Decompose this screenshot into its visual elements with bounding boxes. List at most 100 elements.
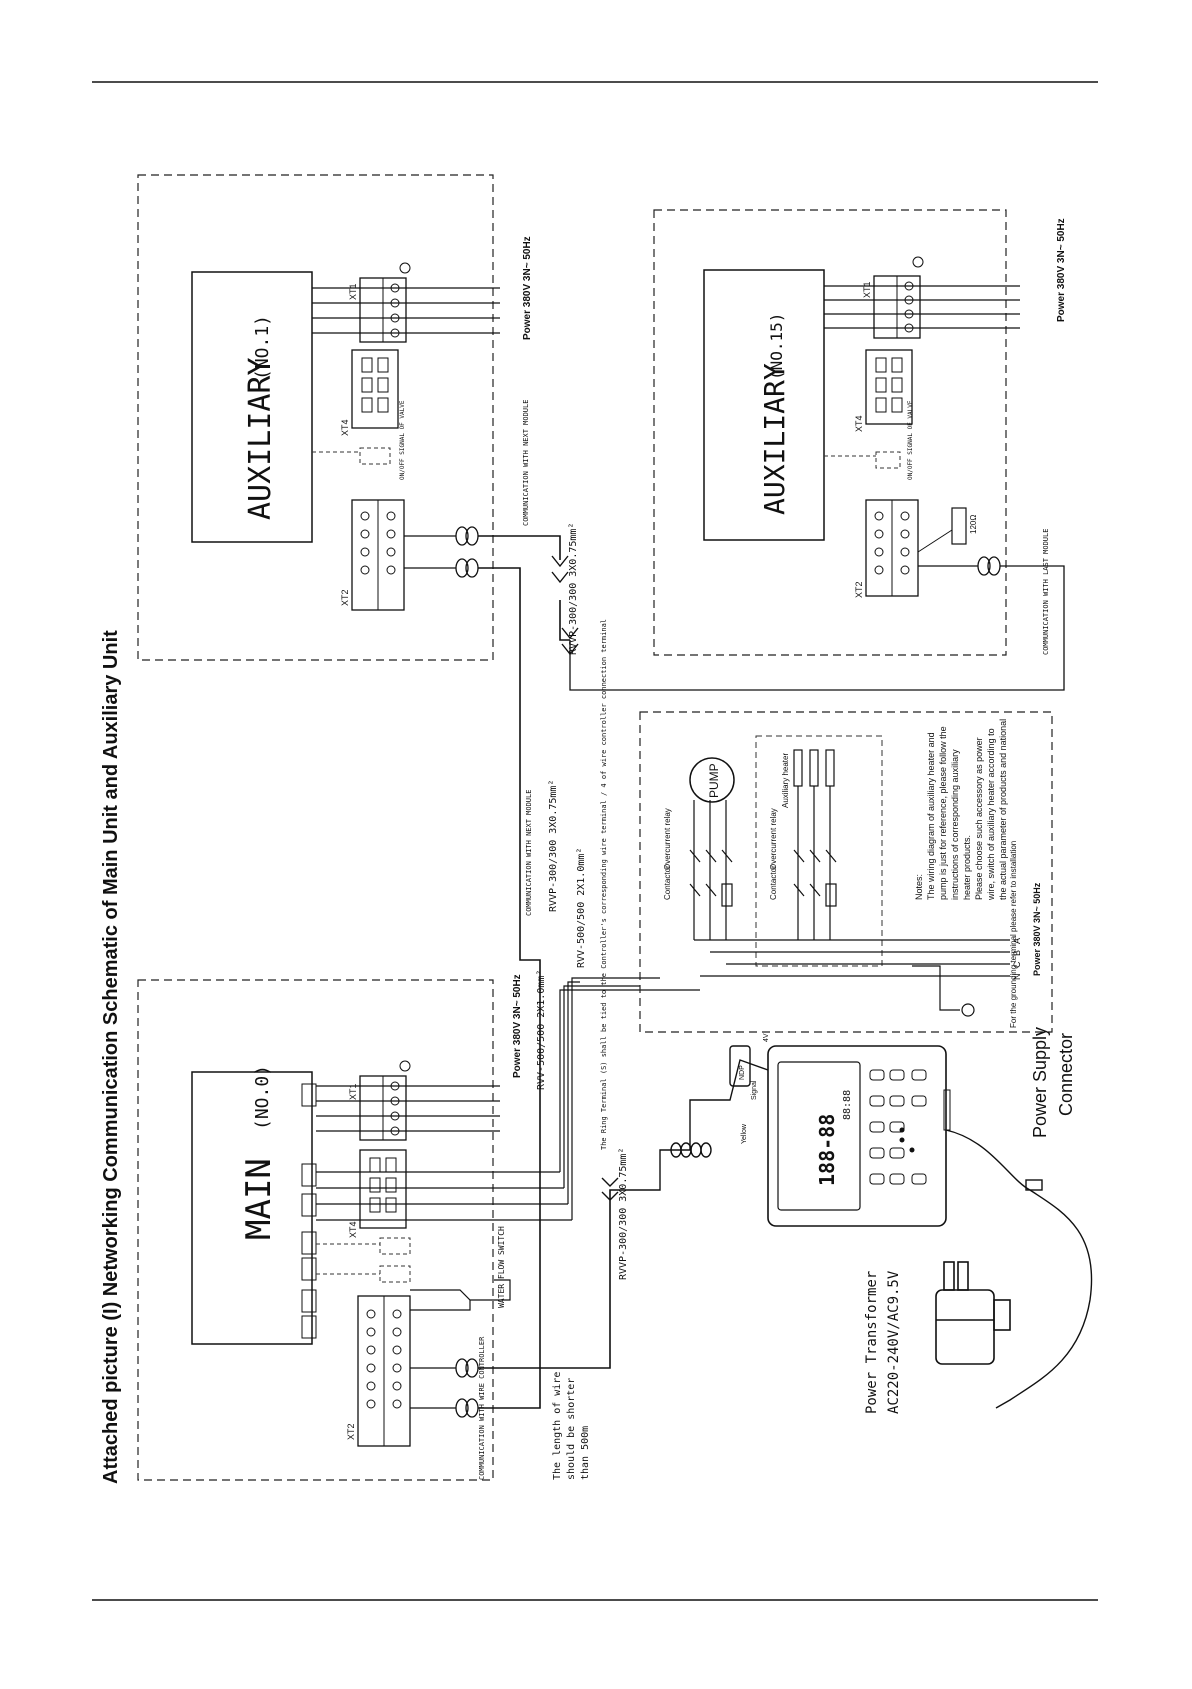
water-flow-switch-label: WATER FLOW SWITCH (497, 1226, 506, 1308)
aux15-ground-icon (912, 256, 924, 268)
phase-c: C (1012, 961, 1022, 968)
controller-button[interactable] (869, 1173, 885, 1185)
aux1-comm-coils (404, 526, 479, 578)
aux15-xt4-label: XT4 (854, 415, 864, 432)
aux1-power-label: Power 380V 3N~ 50Hz (522, 236, 533, 340)
controller-button[interactable] (889, 1069, 905, 1081)
cable-rvv-2-label: RVV-500/500 2X1.0mm² (536, 970, 547, 1090)
power-cable (945, 1129, 1093, 1409)
aux1-xt2-block: XT2 (340, 499, 405, 611)
cable-main-aux-label: RVVP-300/300 3X0.75mm² (548, 780, 559, 912)
controller-display-small: 88:88 (842, 1090, 853, 1120)
heater-subbox (755, 735, 883, 967)
controller-led-icon (899, 1127, 905, 1133)
controller-button[interactable] (869, 1121, 885, 1133)
aux15-resistor-label: 120Ω (969, 515, 978, 534)
wire-length-note-3: than 500m (580, 1426, 591, 1480)
aux15-xt2-label: XT2 (854, 581, 864, 598)
controller-button[interactable] (889, 1173, 905, 1185)
aux15-xt4-block: XT4 (854, 349, 913, 432)
ground-note: For the grounding terminal please refer … (1009, 841, 1018, 1028)
controller-display-digits: 188-88 (815, 1114, 839, 1186)
controller-button[interactable] (911, 1069, 927, 1081)
aux15-xt1-block: XT1 (862, 275, 921, 339)
aux15-comm-coils (569, 556, 1065, 691)
heater-pump-box (639, 711, 1053, 1033)
aux15-comm-last-label: COMMUNICATION WITH LAST MODULE (1042, 529, 1050, 655)
main-comm-coils (410, 1358, 479, 1418)
overcurrent-1-label: Overcurrent relay (663, 808, 672, 870)
pump-contactor-group (689, 800, 733, 940)
note-line: instructions of corresponding auxiliary (950, 749, 960, 900)
main-xt2-block: XT2 (346, 1295, 411, 1447)
controller-side-tab (943, 1089, 951, 1131)
controller-buttons (869, 1069, 927, 1185)
main-board (191, 1071, 313, 1345)
contactor-1-label: Contactor (663, 865, 672, 900)
aux15-power-wires (824, 285, 1020, 329)
power-transformer-label: Power Transformer (864, 1271, 880, 1414)
main-xt4-block: XT4 (348, 1149, 407, 1238)
aux1-valve-label: ON/OFF SIGNAL OF VALVE (399, 400, 406, 480)
controller-lcd (777, 1061, 861, 1211)
power-supply-connector-icon (1025, 1179, 1043, 1191)
pump-label: PUMP (707, 763, 721, 798)
controller-button[interactable] (889, 1147, 905, 1159)
aux1-board (191, 271, 313, 543)
main-xt4-label: XT4 (348, 1221, 358, 1238)
aux1-power-wires (312, 287, 500, 334)
water-flow-switch: WATER FLOW SWITCH (410, 1226, 511, 1311)
controller-button[interactable] (911, 1173, 927, 1185)
main-unit-label: MAIN (239, 1158, 279, 1240)
note-line: Please choose such accessory as power (974, 737, 984, 900)
note-line: the actual parameter of products and nat… (998, 719, 1008, 900)
network-bus (478, 535, 640, 1409)
main-comm-next-label: COMMUNICATION WITH NEXT MODULE (525, 790, 533, 916)
power-transformer-rating: AC220-240V/AC9.5V (886, 1270, 902, 1414)
note-line: pump is just for reference, please follo… (938, 726, 948, 900)
port-label-ndp: NDP (739, 1065, 746, 1080)
controller-button[interactable] (869, 1069, 885, 1081)
notes-block: The wiring diagram of auxiliary heater a… (926, 719, 1008, 901)
cable-aux-chain-label: RVVP-300/300 3X0.75mm² (568, 523, 579, 655)
power-supply-connector-line1: Power Supply (1030, 1027, 1050, 1138)
phase-a: A (1012, 938, 1022, 944)
controller-button[interactable] (889, 1121, 905, 1133)
aux15-valve-label: ON/OFF SIGNAL OF VALVE (907, 400, 914, 480)
main-xt1-label: XT1 (348, 1083, 358, 1100)
power-supply-connector-line2: Connector (1056, 1033, 1076, 1116)
port-label-4v: 4V (763, 1033, 770, 1042)
cable-rvv-1-label: RVV-500/500 2X1.0mm² (576, 848, 587, 968)
port-label-signal: Signal (751, 1080, 758, 1100)
controller-button[interactable] (911, 1095, 927, 1107)
aux15-unit-number: (NO.15) (767, 313, 786, 380)
controller-led-icon (899, 1137, 905, 1143)
aux1-ground-icon (399, 262, 411, 274)
contactor-2-label: Contactor (769, 865, 778, 900)
controller-button[interactable] (889, 1095, 905, 1107)
aux15-board (703, 269, 825, 541)
page-title: Attached picture (I) Networking Communic… (100, 630, 122, 1484)
ring-terminal-note: The Ring Terminal (S) shall be tied to t… (600, 619, 608, 1150)
phase-b: B (1012, 950, 1022, 956)
main-signal-wires (316, 1171, 572, 1221)
wire-length-note-2: should be shorter (566, 1378, 577, 1480)
controller-button[interactable] (869, 1147, 885, 1159)
aux1-valve-dashed (312, 447, 391, 465)
aux15-xt2-block: XT2 (854, 499, 919, 598)
aux15-xt1-label: XT1 (862, 281, 872, 298)
aux1-xt4-label: XT4 (340, 419, 350, 436)
cable-controller-label: RVVP-300/300 3X0.75mm² (618, 1148, 629, 1280)
main-connectors (301, 1083, 317, 1339)
controller-button[interactable] (869, 1095, 885, 1107)
note-line: wire, switch of auxiliary heater accordi… (986, 728, 996, 901)
controller-led-icon (909, 1147, 915, 1153)
bus-break-symbols (551, 555, 619, 1201)
main-unit-boundary (137, 979, 494, 1481)
aux1-unit-label: AUXILIARY (243, 357, 278, 520)
note-line: heater products. (962, 835, 972, 900)
wire-controller: 188-88 88:88 (767, 1045, 951, 1227)
main-ground-icon (399, 1060, 411, 1072)
